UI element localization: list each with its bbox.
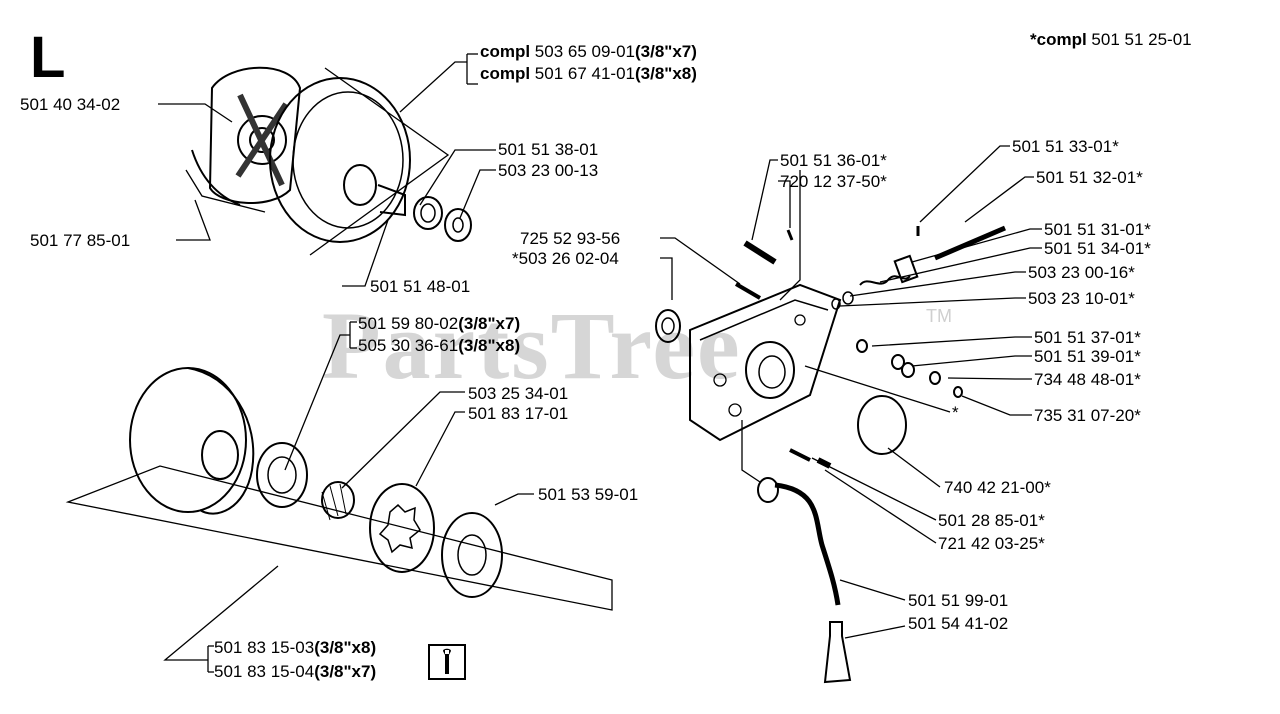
kit-note-prefix: *compl <box>1030 30 1087 49</box>
part-label: 501 83 17-01 <box>468 404 569 423</box>
part-label: 503 23 00-16* <box>1028 263 1135 282</box>
wrench-icon <box>443 648 451 674</box>
part-number: 501 59 80-02 <box>358 314 459 333</box>
part-label: 501 51 36-01* <box>780 151 887 170</box>
compl-1-prefix: compl <box>480 42 531 61</box>
compl-2-prefix: compl <box>480 64 531 83</box>
part-label: 721 42 03-25* <box>938 534 1045 553</box>
part-label: * <box>952 403 959 422</box>
watermark-trademark: TM <box>926 306 952 326</box>
part-label: 501 51 39-01* <box>1034 347 1141 366</box>
part-label-with-spec: 501 83 15-04(3/8"x7) <box>214 662 376 682</box>
part-label: 740 42 21-00* <box>944 478 1051 497</box>
part-label: 501 51 99-01 <box>908 591 1009 610</box>
part-label: 725 52 93-56 <box>520 229 621 248</box>
part-label: *503 26 02-04 <box>512 249 619 268</box>
part-label: 501 51 31-01* <box>1044 220 1151 239</box>
kit-note: *compl 501 51 25-01 <box>1030 30 1192 50</box>
part-spec: (3/8"x7) <box>314 662 377 681</box>
part-label: 501 40 34-02 <box>20 95 121 114</box>
compl-kit-2: compl 501 67 41-01(3/8"x8) <box>480 64 697 84</box>
part-label-with-spec: 505 30 36-61(3/8"x8) <box>358 336 520 356</box>
part-spec: (3/8"x8) <box>314 638 377 657</box>
kit-note-number: 501 51 25-01 <box>1091 30 1192 49</box>
service-tool-box <box>428 644 466 680</box>
compl-kit-1: compl 503 65 09-01(3/8"x7) <box>480 42 697 62</box>
part-label: 503 23 10-01* <box>1028 289 1135 308</box>
part-label: 501 51 34-01* <box>1044 239 1151 258</box>
part-label: 501 54 41-02 <box>908 614 1009 633</box>
part-label: 503 23 00-13 <box>498 161 599 180</box>
part-label: 501 28 85-01* <box>938 511 1045 530</box>
part-number: 505 30 36-61 <box>358 336 459 355</box>
compl-1-number: 503 65 09-01 <box>534 42 635 61</box>
part-label: 501 51 33-01* <box>1012 137 1119 156</box>
part-label: 735 31 07-20* <box>1034 406 1141 425</box>
part-number: 501 83 15-03 <box>214 638 315 657</box>
part-label: 720 12 37-50* <box>780 172 887 191</box>
part-label: 501 51 32-01* <box>1036 168 1143 187</box>
section-letter: L <box>30 25 66 90</box>
compl-2-spec: (3/8"x8) <box>635 64 697 83</box>
part-label-with-spec: 501 59 80-02(3/8"x7) <box>358 314 520 334</box>
part-label: 501 51 38-01 <box>498 140 599 159</box>
part-label: 501 77 85-01 <box>30 231 131 250</box>
part-label: 503 25 34-01 <box>468 384 569 403</box>
part-label: 501 53 59-01 <box>538 485 639 504</box>
part-label: 734 48 48-01* <box>1034 370 1141 389</box>
part-label: 501 51 37-01* <box>1034 328 1141 347</box>
part-number: 501 83 15-04 <box>214 662 315 681</box>
part-spec: (3/8"x8) <box>458 336 521 355</box>
part-label-with-spec: 501 83 15-03(3/8"x8) <box>214 638 376 658</box>
part-label: 501 51 48-01 <box>370 277 471 296</box>
watermark: PartsTree <box>322 292 742 399</box>
compl-2-number: 501 67 41-01 <box>534 64 635 83</box>
compl-1-spec: (3/8"x7) <box>635 42 697 61</box>
part-spec: (3/8"x7) <box>458 314 521 333</box>
